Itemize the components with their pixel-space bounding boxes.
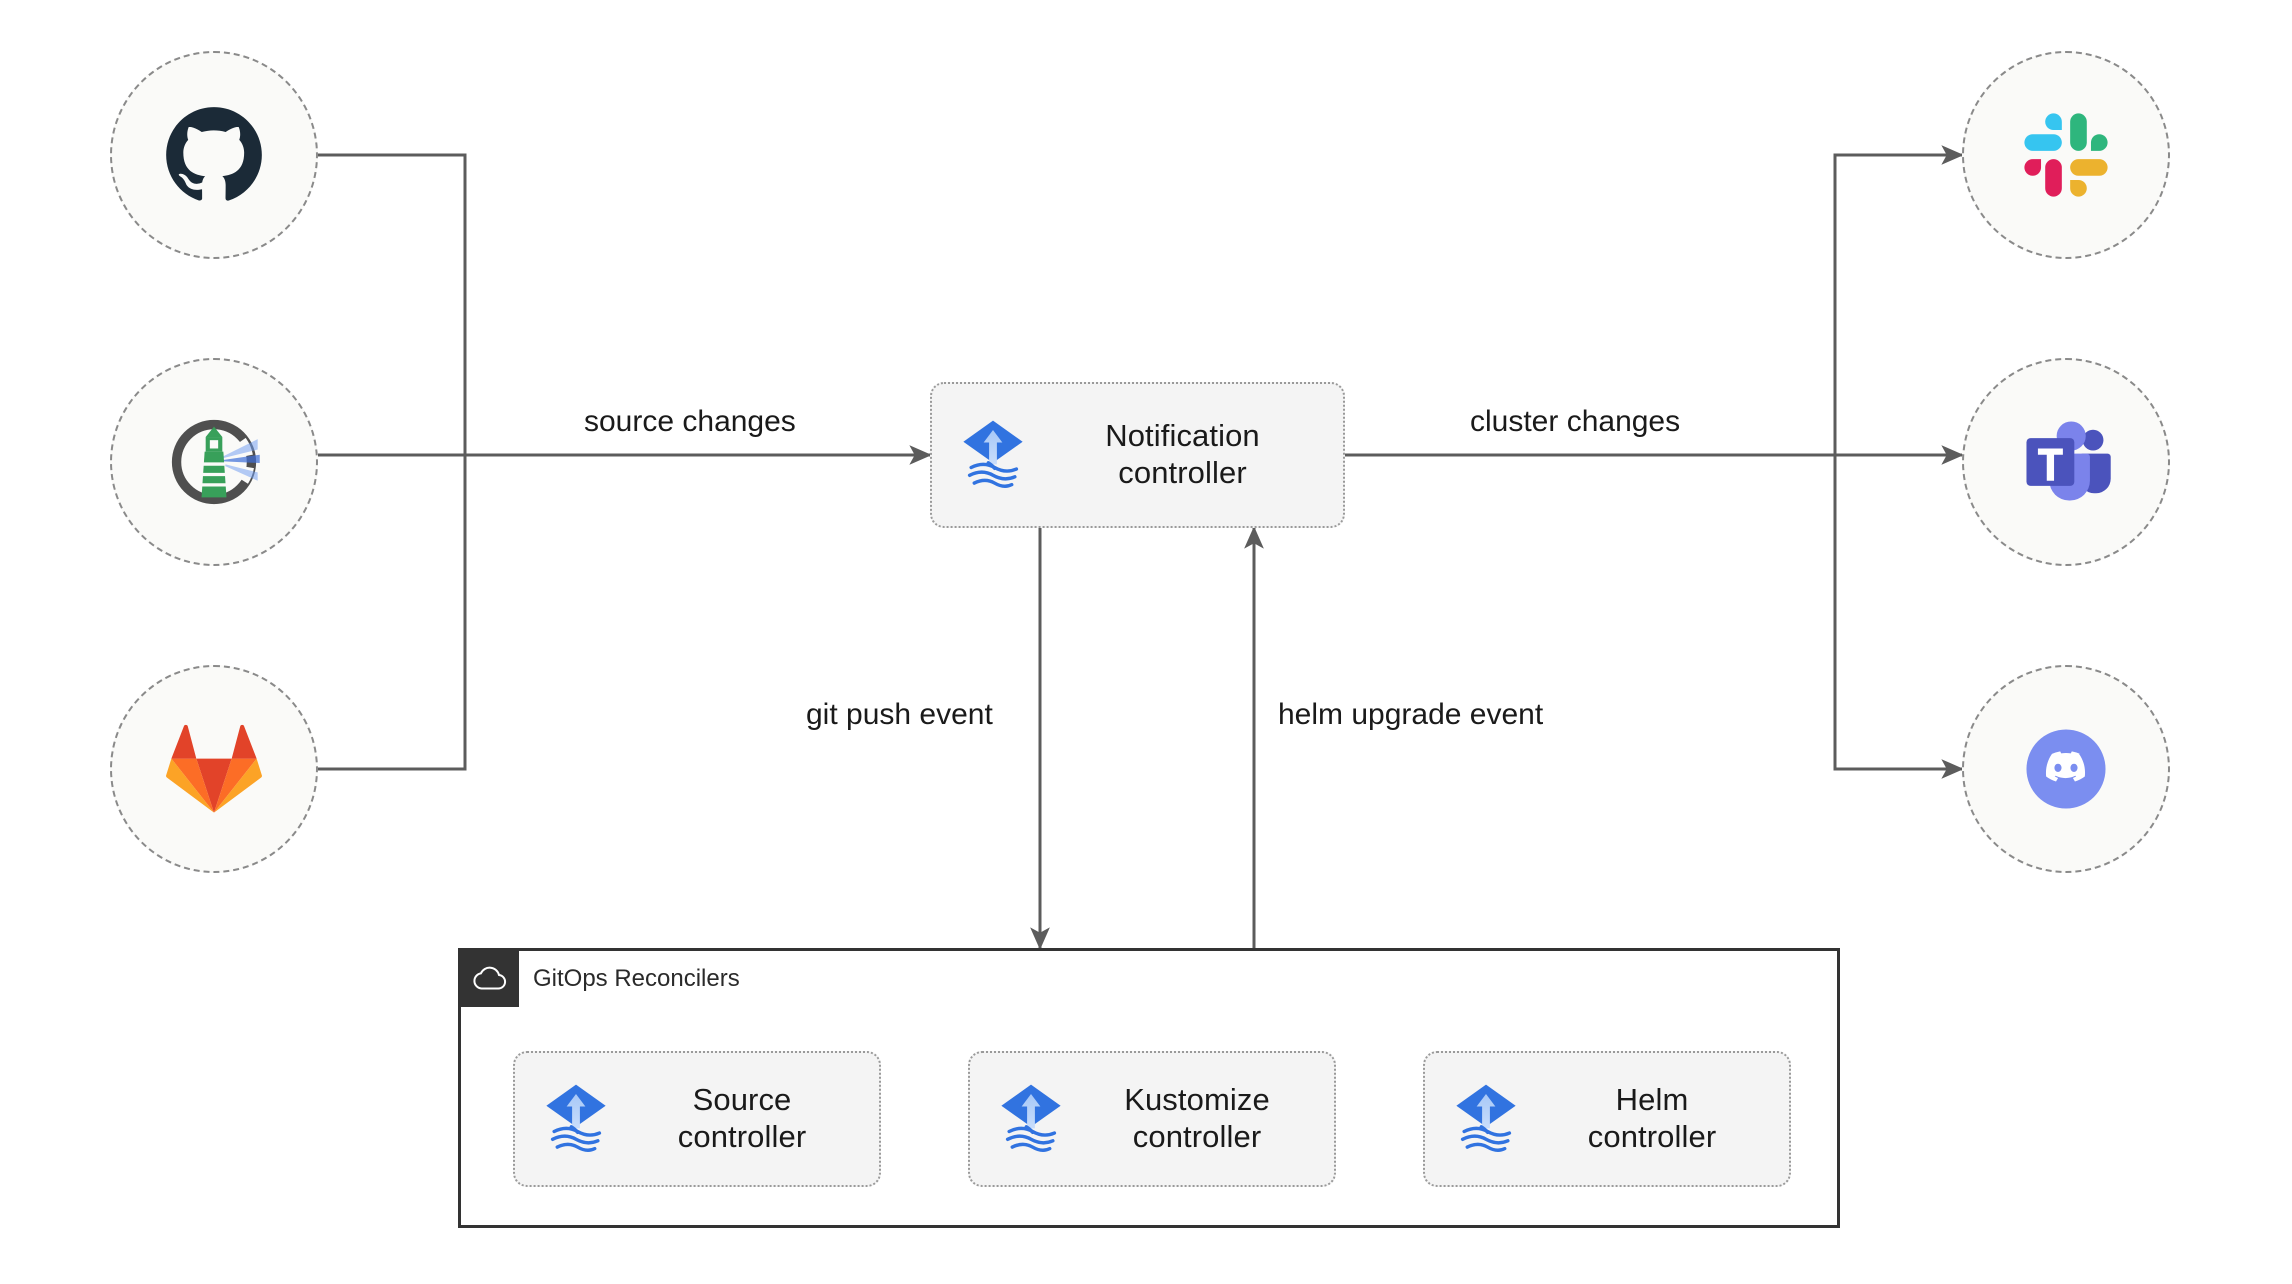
gitlab-icon [166, 724, 262, 813]
flux-icon [1456, 1084, 1516, 1152]
github-icon [166, 107, 262, 201]
helm-controller-box[interactable]: Helm controller [1423, 1051, 1791, 1187]
notification-controller-label: Notification controller [1105, 418, 1260, 490]
source-node-github[interactable] [110, 51, 318, 259]
gitops-reconcilers-group: GitOps Reconcilers Sour [458, 948, 1840, 1228]
slack-icon [2024, 113, 2108, 197]
cloud-icon [473, 966, 507, 990]
source-node-gitlab[interactable] [110, 665, 318, 873]
harbor-icon [171, 419, 260, 505]
kustomize-controller-label: Kustomize controller [1124, 1082, 1270, 1154]
edge-label-git-push-event: git push event [800, 698, 999, 732]
flux-icon [546, 1084, 606, 1152]
discord-icon [2026, 729, 2106, 809]
kustomize-controller-box[interactable]: Kustomize controller [968, 1051, 1336, 1187]
group-tab [461, 951, 519, 1007]
edge-label-source-changes: source changes [578, 405, 802, 439]
source-controller-label: Source controller [677, 1082, 807, 1154]
flux-icon [1001, 1084, 1061, 1152]
edge-label-helm-upgrade-event: helm upgrade event [1272, 698, 1550, 732]
destination-node-discord[interactable] [1962, 665, 2170, 873]
edge-label-cluster-changes: cluster changes [1464, 405, 1687, 439]
group-title: GitOps Reconcilers [533, 965, 740, 992]
source-node-harbor[interactable] [110, 358, 318, 566]
destination-node-slack[interactable] [1962, 51, 2170, 259]
helm-controller-label: Helm controller [1587, 1082, 1717, 1154]
teams-icon [2026, 421, 2111, 501]
source-controller-box[interactable]: Source controller [513, 1051, 881, 1187]
flux-icon [963, 420, 1023, 488]
notification-controller-box[interactable]: Notification controller [930, 382, 1345, 528]
destination-node-teams[interactable] [1962, 358, 2170, 566]
